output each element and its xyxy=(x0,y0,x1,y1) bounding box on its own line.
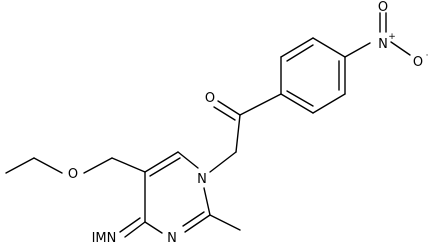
ring-nitrogen-3-label: N xyxy=(167,231,177,246)
bond-c2-n3-double xyxy=(182,211,205,227)
bond-ar-5 xyxy=(312,93,346,114)
bond-ar-inner-1 xyxy=(286,44,314,62)
bond-c5-c6-double xyxy=(149,157,181,177)
bond-n1-ch2 xyxy=(209,151,237,173)
nitro-nitrogen-label: N xyxy=(378,37,388,52)
pyrimidine-ring xyxy=(119,151,241,238)
nitro-nitrogen-charge: + xyxy=(388,32,396,42)
bond-ar-3 xyxy=(312,37,346,58)
bond-c2-methyl xyxy=(209,214,241,231)
bond-ch3-ch2 xyxy=(5,157,35,174)
acyl-linker xyxy=(209,93,282,173)
bond-ch2-ring xyxy=(111,157,146,173)
imine-label: IMN xyxy=(92,231,117,246)
nitro-oxygen-right-label: O xyxy=(413,55,423,70)
ketone-oxygen-label: O xyxy=(205,91,215,106)
benzene-ring xyxy=(280,37,346,114)
nitro-oxygen-radical-dot: · xyxy=(426,51,429,61)
bond-n3-c4 xyxy=(144,221,163,234)
ether-oxygen-label: O xyxy=(68,167,78,182)
bond-carbonyl-aryl xyxy=(239,93,282,116)
bond-aryl-n xyxy=(344,42,371,58)
bond-c-o-double xyxy=(213,106,236,121)
bond-ar-6 xyxy=(280,93,314,114)
bond-c6-n1 xyxy=(177,151,199,169)
bond-n-o-right xyxy=(390,41,411,56)
bond-n1-c2 xyxy=(203,187,211,216)
bond-ch2-o xyxy=(33,157,63,174)
imine-label-part2: N xyxy=(107,231,117,246)
bond-ch2-carbonyl xyxy=(235,114,241,153)
ethoxymethyl-chain xyxy=(5,157,146,174)
ring-nitrogen-1-label: N xyxy=(197,172,207,187)
bond-ar-2 xyxy=(280,37,314,58)
bond-c4-imine xyxy=(124,221,146,238)
bond-ar-inner-3 xyxy=(286,90,314,107)
nitro-oxygen-top-label: O xyxy=(378,0,388,15)
bond-c-o xyxy=(217,100,241,116)
bond-o-ch2 xyxy=(83,157,113,174)
imine-label-part1: IM xyxy=(92,231,107,246)
nitro-group xyxy=(344,12,411,58)
bond-c2-n3 xyxy=(184,214,211,233)
bond-c5-c6 xyxy=(144,151,179,173)
bond-c4-imine-double xyxy=(119,217,141,233)
